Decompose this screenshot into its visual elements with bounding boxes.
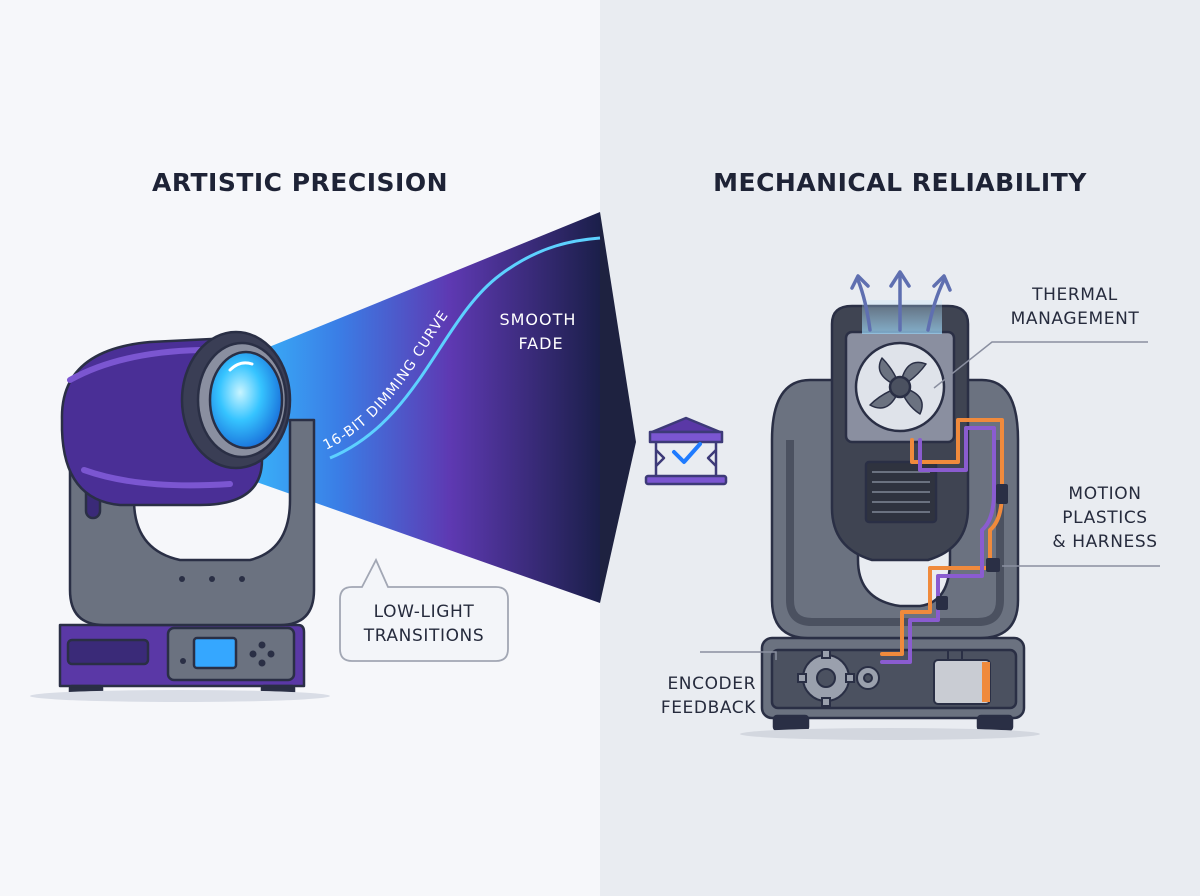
motion-plastics-harness-callout: MOTION PLASTICS & HARNESS: [1052, 484, 1158, 552]
airflow-arrows-icon: [850, 270, 952, 334]
base-handle: [66, 638, 150, 666]
gear-icon: [797, 649, 880, 707]
right-floor-shadow: [740, 728, 1040, 740]
encoder-feedback-callout: ENCODER FEEDBACK: [660, 674, 756, 718]
stage-check-icon: [644, 416, 728, 486]
beam-arrow-tip: [600, 212, 636, 603]
lens: [208, 350, 284, 450]
motor-block: [933, 650, 991, 705]
left-floor-shadow: [30, 690, 330, 702]
artistic-precision-title: ARTISTIC PRECISION: [151, 168, 449, 197]
leader-lines: [700, 341, 1160, 660]
light-beam: [225, 212, 636, 603]
mechanical-reliability-title: MECHANICAL RELIABILITY: [713, 168, 1087, 197]
low-light-transitions-label: LOW-LIGHT TRANSITIONS: [363, 602, 485, 646]
low-light-bubble: [339, 557, 509, 662]
dimming-curve: [329, 236, 601, 460]
wiring-harness: [880, 418, 1008, 664]
lcd-display-icon: [192, 636, 238, 670]
thermal-management-callout: THERMAL MANAGEMENT: [1010, 285, 1140, 329]
smooth-fade-label: SMOOTH FADE: [499, 310, 582, 353]
dpad-buttons-icon: [249, 641, 275, 667]
moving-head-fixture: [58, 330, 316, 700]
